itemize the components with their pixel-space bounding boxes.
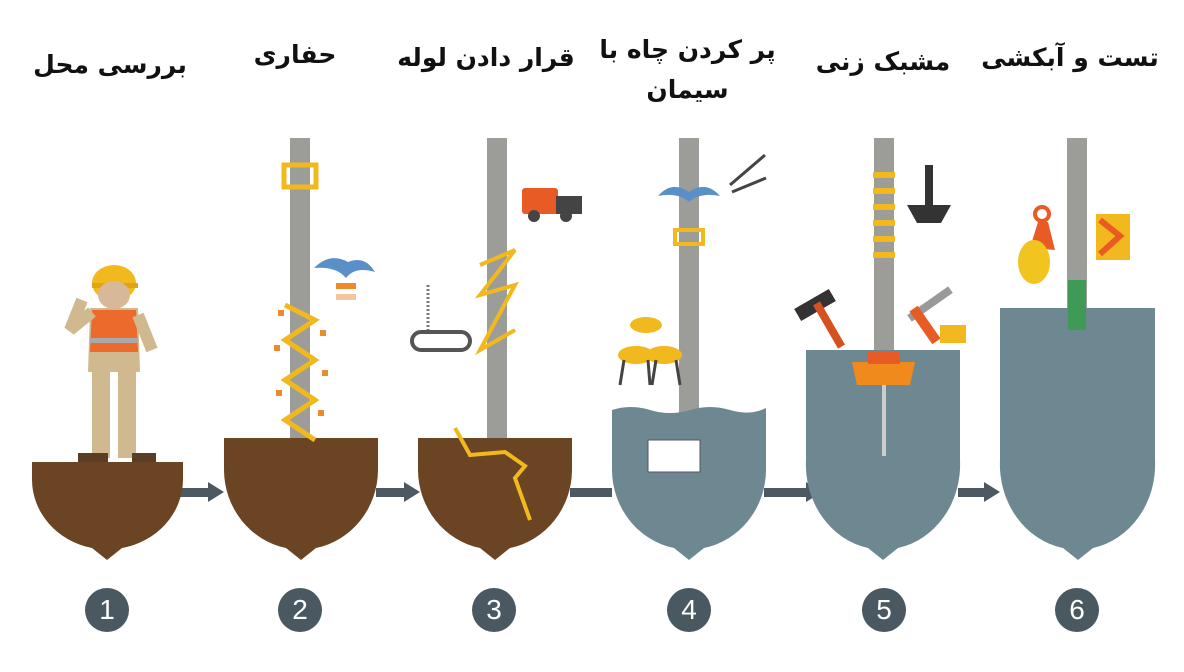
hammer-icon: [794, 288, 845, 349]
arrow-2-3: [376, 482, 420, 502]
valve-icon: [1068, 280, 1086, 330]
testing-tools: [1018, 205, 1130, 284]
drill-bit-icon: [274, 162, 375, 443]
bowl-4: [612, 407, 766, 560]
plunger-icon: [907, 165, 951, 223]
step-6-title: تست و آبکشی: [981, 43, 1159, 72]
step-3-number: 3: [486, 594, 502, 625]
stool-icon: [618, 317, 682, 386]
worker-icon: [64, 265, 158, 462]
step-5-title: مشبک زنی: [815, 47, 951, 76]
arrow-5-6: [958, 482, 1000, 502]
step-1-title: بررسی محل: [33, 50, 187, 79]
cable-coil-icon: [410, 330, 472, 352]
step-6-number: 6: [1069, 594, 1085, 625]
bowl-1: [32, 462, 183, 560]
pipe-placement-icons: [410, 188, 582, 356]
lightning-crack-icon: [453, 427, 532, 521]
arrow-1-2: [180, 482, 224, 502]
bowl-5: [805, 350, 961, 560]
perforation-tools: [794, 165, 966, 349]
arrow-3-4: [570, 488, 612, 497]
step-4-number: 4: [681, 594, 697, 625]
bird-icon: [314, 258, 375, 278]
pipe-4: [679, 138, 699, 438]
glove-icon: [1018, 240, 1050, 284]
bird-icon: [658, 186, 720, 202]
bowl-6: [999, 280, 1156, 560]
pipes: [290, 138, 1087, 458]
paper-note-icon: [647, 439, 701, 473]
step-2-title: حفاری: [253, 40, 337, 69]
step-1-number: 1: [99, 594, 115, 625]
wrench-icon: [907, 286, 966, 345]
step-5-number: 5: [876, 594, 892, 625]
bowl-3: [418, 427, 572, 560]
truck-icon: [522, 188, 558, 214]
flow-arrows: [180, 482, 1000, 502]
perforating-gun-icon: [852, 362, 915, 385]
step-4-title: پر کردن چاه با سیمان: [599, 35, 776, 104]
step-3-title: قرار دادن لوله: [397, 43, 575, 72]
cement-icons: [618, 153, 767, 386]
step-circles: [85, 588, 1099, 632]
step-2-number: 2: [292, 594, 308, 625]
bowl-2: [224, 438, 378, 560]
pipe-2: [290, 138, 310, 458]
pipe-3: [487, 138, 507, 438]
